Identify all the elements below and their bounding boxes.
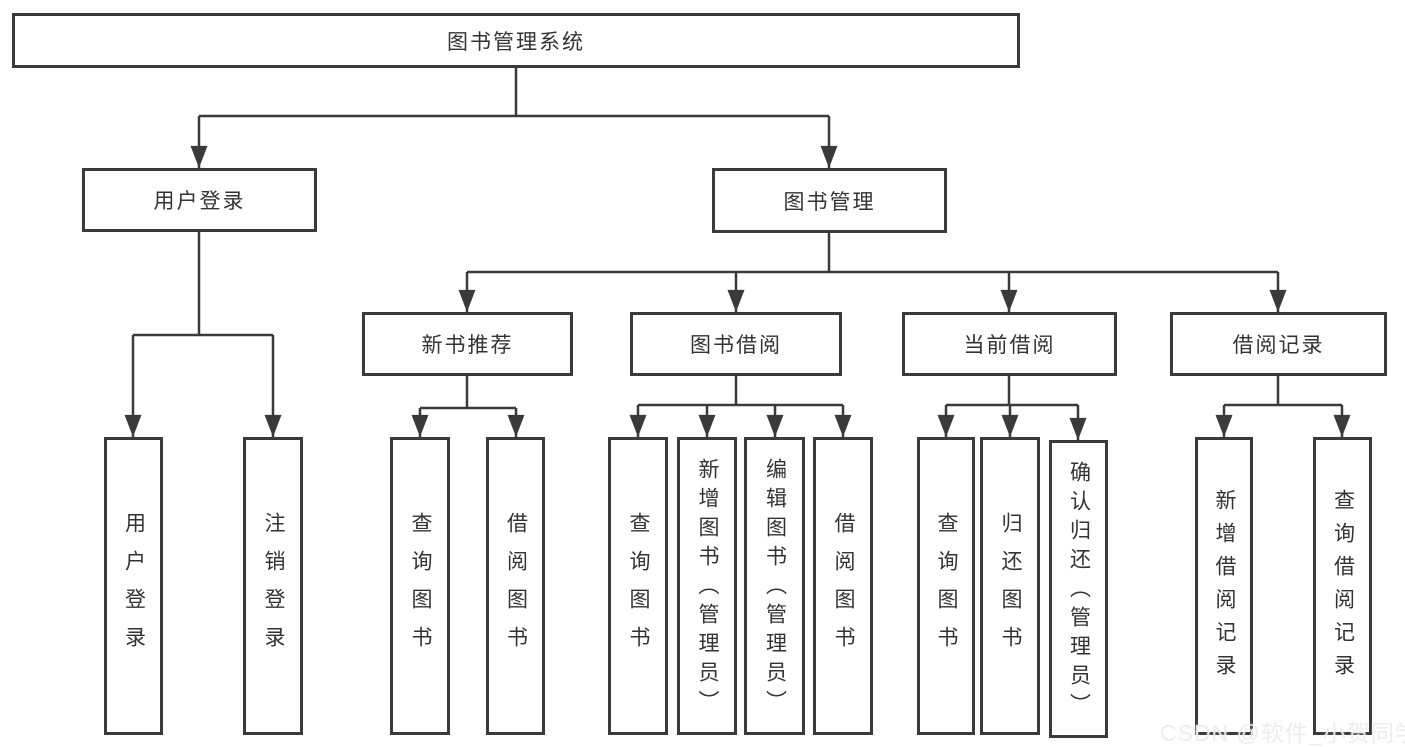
node-query-books-recommend: 查询图书 [390,437,450,735]
edges-current-borrowing [937,376,1087,440]
node-edit-book-admin: 编辑图书（管理员） [744,437,805,735]
node-add-borrow-record: 新增借阅记录 [1195,437,1253,735]
node-query-books-borrowing: 查询图书 [608,437,668,735]
edges-borrowing-records [1215,376,1351,437]
node-borrowing-records: 借阅记录 [1170,312,1387,376]
node-borrow-books-borrowing: 借阅图书 [813,437,873,735]
node-user-login-action: 用户登录 [104,437,163,735]
node-borrow-books-recommend: 借阅图书 [486,437,545,735]
node-confirm-return-admin: 确认归还（管理员） [1049,440,1108,738]
edges-root-to-level2 [190,68,838,168]
node-book-borrowing: 图书借阅 [630,312,842,376]
edges-user-login-to-leaves [124,232,282,437]
node-query-borrow-record: 查询借阅记录 [1313,437,1372,735]
node-query-books-current: 查询图书 [917,437,975,735]
node-current-borrowing: 当前借阅 [902,312,1117,376]
node-user-login: 用户登录 [82,168,317,232]
node-book-management: 图书管理 [712,168,947,233]
node-new-book-recommendation: 新书推荐 [362,312,573,376]
node-add-book-admin: 新增图书（管理员） [677,437,737,735]
node-logout-action: 注销登录 [243,437,303,735]
csdn-watermark: CSDN @软件_小贺同学 [1160,720,1405,746]
node-library-system: 图书管理系统 [12,13,1020,68]
node-return-books: 归还图书 [980,437,1040,735]
edges-new-book-recommendation [411,376,525,437]
edges-book-management-to-level3 [458,233,1287,312]
edges-book-borrowing [629,376,852,437]
